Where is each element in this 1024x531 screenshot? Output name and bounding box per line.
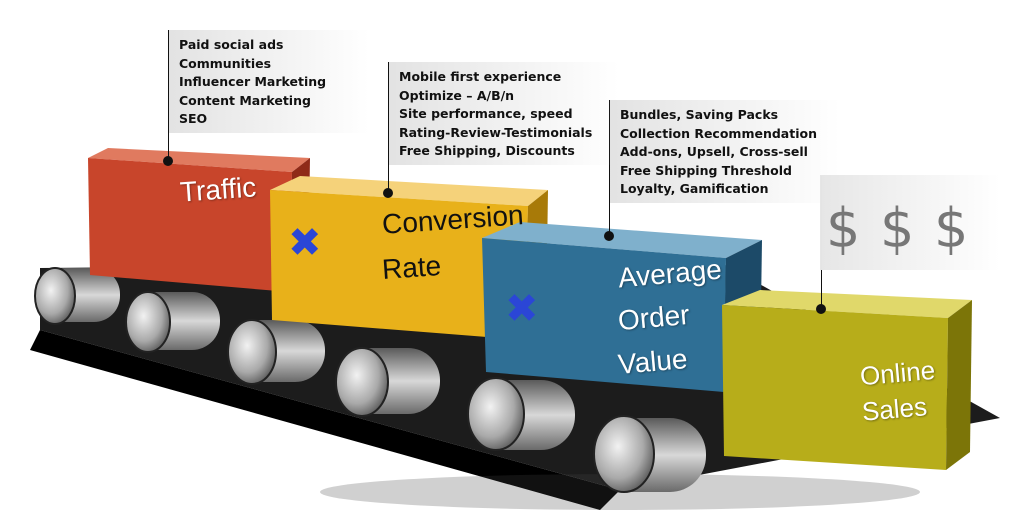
sales-callout-dot	[816, 304, 826, 314]
online-sales-box	[722, 290, 972, 470]
callout-item: Add-ons, Upsell, Cross-sell	[620, 144, 808, 159]
callout-item: Mobile first experience	[399, 69, 562, 84]
aov-callout: Bundles, Saving Packs Collection Recomme…	[610, 100, 840, 203]
callout-item: SEO	[179, 111, 208, 126]
conversion-callout-line	[388, 62, 389, 192]
roller	[34, 267, 120, 325]
callout-item: Optimize – A/B/n	[399, 87, 515, 103]
callout-item: Free Shipping, Discounts	[399, 143, 575, 158]
roller	[593, 415, 706, 493]
traffic-callout-dot	[163, 156, 173, 166]
callout-item: Loyalty, Gamification	[620, 181, 769, 196]
callout-item: Content Marketing	[179, 92, 311, 108]
roller	[467, 377, 575, 451]
aov-label-line2: Order	[616, 298, 691, 337]
conversion-callout: Mobile first experience Optimize – A/B/n…	[389, 62, 619, 165]
dollar-sign-icon: $	[880, 197, 915, 260]
aov-label-line3: Value	[616, 343, 689, 380]
callout-item: Paid social ads	[179, 37, 284, 52]
conversion-callout-dot	[383, 188, 393, 198]
callout-item: Collection Recommendation	[620, 125, 817, 141]
multiply-icon: ✖	[288, 220, 322, 266]
aov-callout-line	[609, 100, 610, 236]
online-sales-label-line1: Online	[858, 354, 937, 392]
conveyor-rollers	[34, 267, 706, 493]
callout-item: Rating-Review-Testimonials	[399, 124, 593, 140]
traffic-callout: Paid social ads Communities Influencer M…	[169, 30, 369, 133]
callout-item: Bundles, Saving Packs	[620, 107, 779, 122]
callout-item: Site performance, speed	[399, 106, 573, 121]
conversion-label-line2: Rate	[380, 249, 443, 286]
dollar-sign-icon: $	[826, 197, 861, 260]
callout-item: Free Shipping Threshold	[620, 162, 793, 178]
roller	[125, 291, 220, 353]
online-sales-label-line2: Sales	[860, 391, 929, 427]
dollar-sign-icon: $	[934, 197, 969, 260]
callout-item: Influencer Marketing	[179, 74, 327, 89]
multiply-icon: ✖	[505, 286, 539, 332]
aov-callout-dot	[604, 231, 614, 241]
dollar-signs: $ $ $	[820, 175, 1000, 270]
roller	[335, 347, 440, 417]
traffic-callout-line	[168, 30, 169, 160]
roller	[227, 319, 325, 385]
callout-item: Communities	[179, 55, 272, 71]
traffic-label: Traffic	[178, 171, 258, 208]
